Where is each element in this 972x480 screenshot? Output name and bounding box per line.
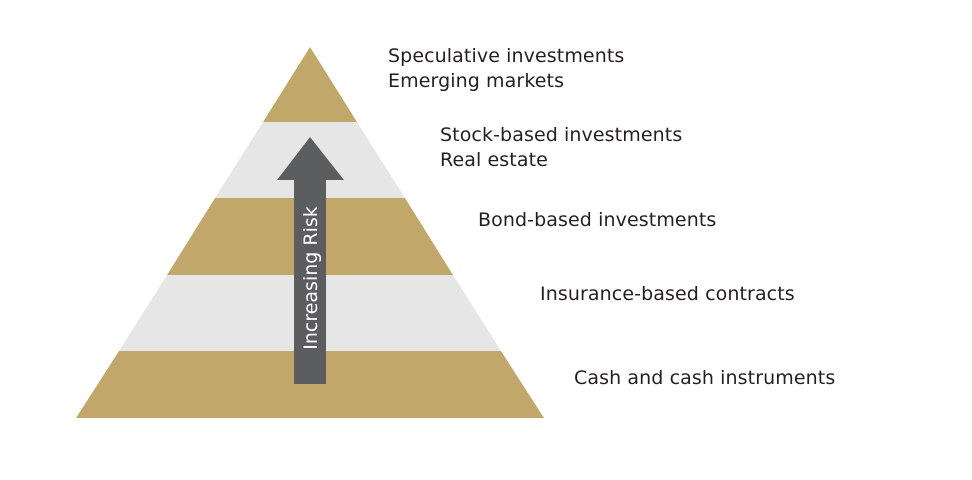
tier-label-line: Emerging markets [388, 70, 565, 92]
tier-label-stock: Stock-based investments Real estate [440, 123, 682, 173]
tier-label-line: Stock-based investments [440, 124, 683, 146]
pyramid-tier-speculative [263, 47, 357, 122]
tier-label-cash: Cash and cash instruments [574, 366, 835, 391]
tier-label-line: Cash and cash instruments [574, 367, 836, 389]
pyramid-tier-cash [76, 351, 544, 418]
tier-label-line: Speculative investments [388, 45, 625, 67]
arrow-label: Increasing Risk [300, 206, 322, 350]
tier-label-speculative: Speculative investments Emerging markets [388, 44, 624, 94]
up-arrow-icon [277, 137, 344, 384]
tier-label-line: Insurance-based contracts [540, 283, 795, 305]
tier-label-insurance: Insurance-based contracts [540, 282, 795, 307]
tier-label-bond: Bond-based investments [478, 208, 716, 233]
tier-label-line: Real estate [440, 149, 548, 171]
tier-label-line: Bond-based investments [478, 209, 717, 231]
